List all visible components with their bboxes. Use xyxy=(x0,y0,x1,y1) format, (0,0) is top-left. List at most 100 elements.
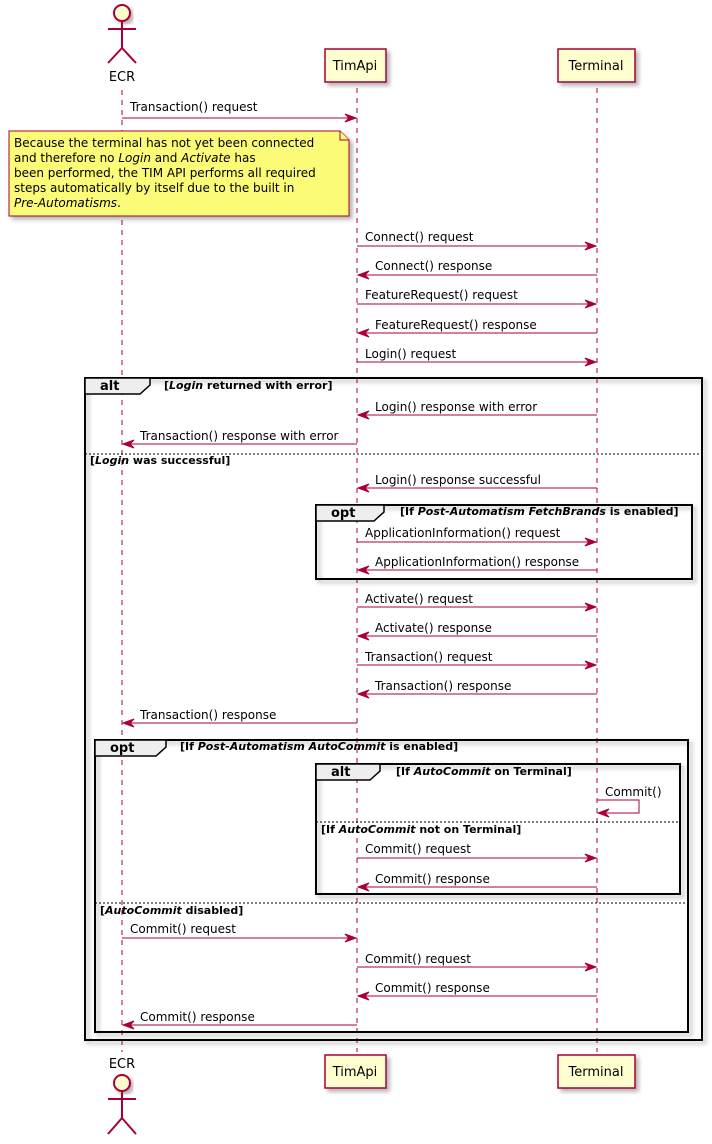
fragment-else-guard: [If AutoCommit not on Terminal] xyxy=(321,823,521,836)
text-segment: Post-Automatism AutoCommit xyxy=(198,740,386,753)
text-segment: [If xyxy=(396,765,414,778)
terminal-participant-label: Terminal xyxy=(568,1065,624,1080)
text-segment: [ xyxy=(164,379,169,392)
message-connect-response: Connect() response xyxy=(356,259,597,280)
message-commit-self: Commit() xyxy=(596,785,662,818)
message-label: Connect() response xyxy=(375,259,492,273)
message-label: FeatureRequest() request xyxy=(365,288,518,302)
message-label: Commit() request xyxy=(365,842,471,856)
fragment-guard: [If Post-Automatism AutoCommit is enable… xyxy=(180,740,458,753)
message-connect-request: Connect() request xyxy=(357,230,598,251)
message-commit-request-terminal: Commit() request xyxy=(357,842,598,863)
fragment-keyword: opt xyxy=(110,741,134,756)
text-segment: [If xyxy=(321,823,339,836)
messages: Transaction() request Connect() request … xyxy=(121,100,662,1030)
message-commit-response-ecr: Commit() response xyxy=(121,1010,357,1030)
text-segment: was successful] xyxy=(129,454,230,467)
text-segment: and xyxy=(151,151,181,165)
text-segment: not on Terminal] xyxy=(416,823,522,836)
message-login-response-success: Login() response successful xyxy=(356,473,597,493)
fragment-keyword: alt xyxy=(331,765,350,780)
text-segment: has xyxy=(231,151,256,165)
text-segment: AutoCommit xyxy=(413,765,491,778)
message-label: ApplicationInformation() response xyxy=(375,555,579,569)
text-segment: [ xyxy=(100,904,105,917)
message-commit-response-terminal: Commit() response xyxy=(356,872,597,892)
fragment-else-guard: [Login was successful] xyxy=(90,454,230,467)
text-segment: Login xyxy=(169,379,203,392)
fragment-guard: [Login returned with error] xyxy=(164,379,332,392)
message-label: Transaction() request xyxy=(364,650,493,664)
message-label: Commit() response xyxy=(375,981,490,995)
message-transaction-request-terminal: Transaction() request xyxy=(357,650,598,670)
terminal-participant-bottom: Terminal xyxy=(557,1054,636,1089)
text-segment: returned with error] xyxy=(203,379,332,392)
message-label: FeatureRequest() response xyxy=(375,318,537,332)
message-transaction-response-error: Transaction() response with error xyxy=(121,429,357,449)
text-segment: Because the terminal has not yet been co… xyxy=(14,136,314,150)
text-segment: [If xyxy=(400,505,418,518)
timapi-participant-label: TimApi xyxy=(332,1065,378,1080)
text-segment: AutoCommit xyxy=(104,904,182,917)
text-segment: and therefore no xyxy=(14,151,118,165)
fragment-guard: [If AutoCommit on Terminal] xyxy=(396,765,572,778)
text-segment: on Terminal] xyxy=(491,765,572,778)
message-transaction-request: Transaction() request xyxy=(122,100,358,123)
message-label: Commit() request xyxy=(365,952,471,966)
text-segment: Activate xyxy=(180,151,230,165)
text-segment: [ xyxy=(90,454,95,467)
text-segment: is enabled] xyxy=(606,505,679,518)
message-login-response-error: Login() response with error xyxy=(356,400,597,420)
text-segment: disabled] xyxy=(182,904,243,917)
message-label: Commit() response xyxy=(140,1010,255,1024)
text-segment: . xyxy=(117,196,121,210)
message-featurerequest-response: FeatureRequest() response xyxy=(356,318,597,338)
terminal-participant-top: Terminal xyxy=(557,48,636,83)
ecr-actor-bottom: ECR xyxy=(107,1057,137,1135)
fragment-else-guard: [AutoCommit disabled] xyxy=(100,904,243,917)
text-segment: Post-Automatism FetchBrands xyxy=(418,505,607,518)
message-label: ApplicationInformation() request xyxy=(365,526,561,540)
text-segment: [If xyxy=(180,740,198,753)
alt-login-frame: alt [Login returned with error] [Login w… xyxy=(84,377,703,1041)
message-label: Connect() request xyxy=(365,230,474,244)
note-line: Because the terminal has not yet been co… xyxy=(14,136,314,150)
timapi-participant-top: TimApi xyxy=(324,48,387,83)
message-label: Transaction() response xyxy=(139,708,276,722)
fragment-keyword: opt xyxy=(331,506,355,521)
alt-autocommit-terminal-frame: alt [If AutoCommit on Terminal] [If Auto… xyxy=(315,763,681,895)
actor-icon xyxy=(107,1074,137,1135)
fragment-keyword: alt xyxy=(100,379,119,394)
message-featurerequest-request: FeatureRequest() request xyxy=(357,288,598,309)
message-commit-response-terminal-2: Commit() response xyxy=(356,981,597,1001)
message-label: Commit() request xyxy=(130,922,236,936)
text-segment: Login xyxy=(95,454,129,467)
text-segment: is enabled] xyxy=(385,740,458,753)
message-label: Transaction() request xyxy=(129,100,258,114)
fragment-guard: [If Post-Automatism FetchBrands is enabl… xyxy=(400,505,679,518)
message-applicationinformation-response: ApplicationInformation() response xyxy=(356,555,597,575)
terminal-participant-label: Terminal xyxy=(568,59,624,74)
message-label: Commit() xyxy=(605,785,662,799)
message-label: Commit() response xyxy=(375,872,490,886)
message-activate-response: Activate() response xyxy=(356,621,597,641)
note-line: been performed, the TIM API performs all… xyxy=(14,166,316,180)
text-segment: AutoCommit xyxy=(338,823,416,836)
message-transaction-response-terminal: Transaction() response xyxy=(356,679,597,699)
actor-icon xyxy=(107,4,137,64)
ecr-actor-top: ECR xyxy=(107,4,137,85)
message-login-request: Login() request xyxy=(357,347,598,367)
message-transaction-response-ecr: Transaction() response xyxy=(121,708,357,728)
message-label: Login() request xyxy=(365,347,456,361)
text-segment: Login xyxy=(118,151,151,165)
ecr-participant-label: ECR xyxy=(109,1057,135,1072)
text-segment: Pre-Automatisms xyxy=(14,196,117,210)
timapi-participant-label: TimApi xyxy=(332,59,378,74)
message-applicationinformation-request: ApplicationInformation() request xyxy=(357,526,598,547)
message-label: Login() response with error xyxy=(375,400,537,414)
opt-autocommit-frame: opt [If Post-Automatism AutoCommit is en… xyxy=(94,739,689,1033)
message-label: Transaction() response xyxy=(374,679,511,693)
message-label: Activate() request xyxy=(365,592,473,606)
message-commit-request-ecr: Commit() request xyxy=(122,922,358,943)
